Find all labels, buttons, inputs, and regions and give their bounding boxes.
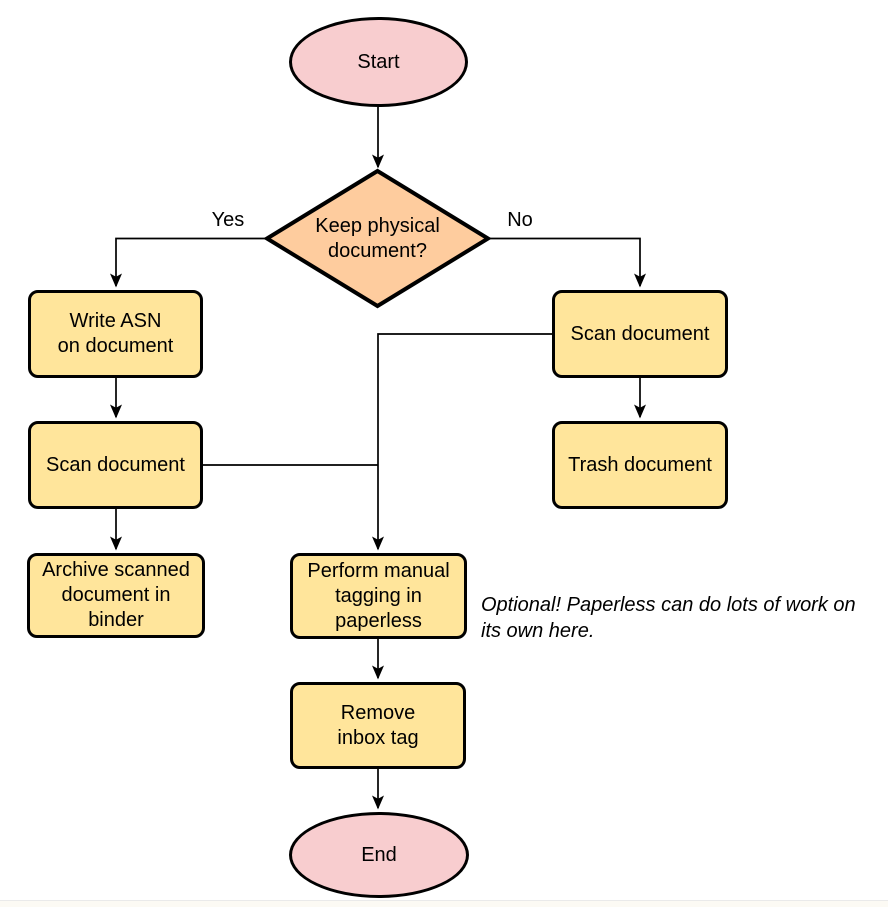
- node-archive-document-label: Archive scanned document in binder: [42, 559, 190, 631]
- node-scan-document-right: Scan document: [552, 290, 728, 378]
- node-manual-tagging: Perform manual tagging in paperless: [290, 553, 467, 639]
- node-start: Start: [289, 17, 468, 107]
- node-trash-document-label: Trash document: [568, 453, 712, 476]
- node-start-label: Start: [357, 50, 400, 73]
- node-end-label: End: [361, 843, 397, 866]
- node-write-asn-label: Write ASN on document: [57, 310, 174, 357]
- node-remove-inbox-tag-label: Remove inbox tag: [337, 701, 419, 749]
- node-manual-tagging-label: Perform manual tagging in paperless: [307, 559, 450, 632]
- decision-diamond-shape: [263, 168, 492, 309]
- node-scan-document-left: Scan document: [28, 421, 203, 509]
- edge-decision-no-to-scan-right: [488, 237, 646, 288]
- node-scan-document-right-label: Scan document: [570, 322, 710, 345]
- annotation-text: Optional! Paperless can do lots of work …: [481, 594, 856, 642]
- edge-decision-yes-to-write-asn: [110, 237, 267, 288]
- node-remove-inbox-tag: Remove inbox tag: [290, 682, 466, 769]
- node-archive-document: Archive scanned document in binder: [27, 553, 205, 638]
- edge-label-yes: Yes: [211, 209, 245, 231]
- node-decision: Keep physical document?: [267, 171, 488, 306]
- page-bottom-divider: [0, 900, 888, 901]
- node-trash-document: Trash document: [552, 421, 728, 509]
- page-bottom-edge: [0, 901, 888, 907]
- edge-scan-right-to-tagging: [372, 333, 552, 551]
- node-decision-label: Keep physical document?: [315, 214, 440, 262]
- node-scan-document-left-label: Scan document: [46, 453, 185, 476]
- edge-label-no: No: [507, 209, 533, 231]
- node-end: End: [289, 812, 469, 898]
- node-write-asn: Write ASN on document: [28, 290, 203, 378]
